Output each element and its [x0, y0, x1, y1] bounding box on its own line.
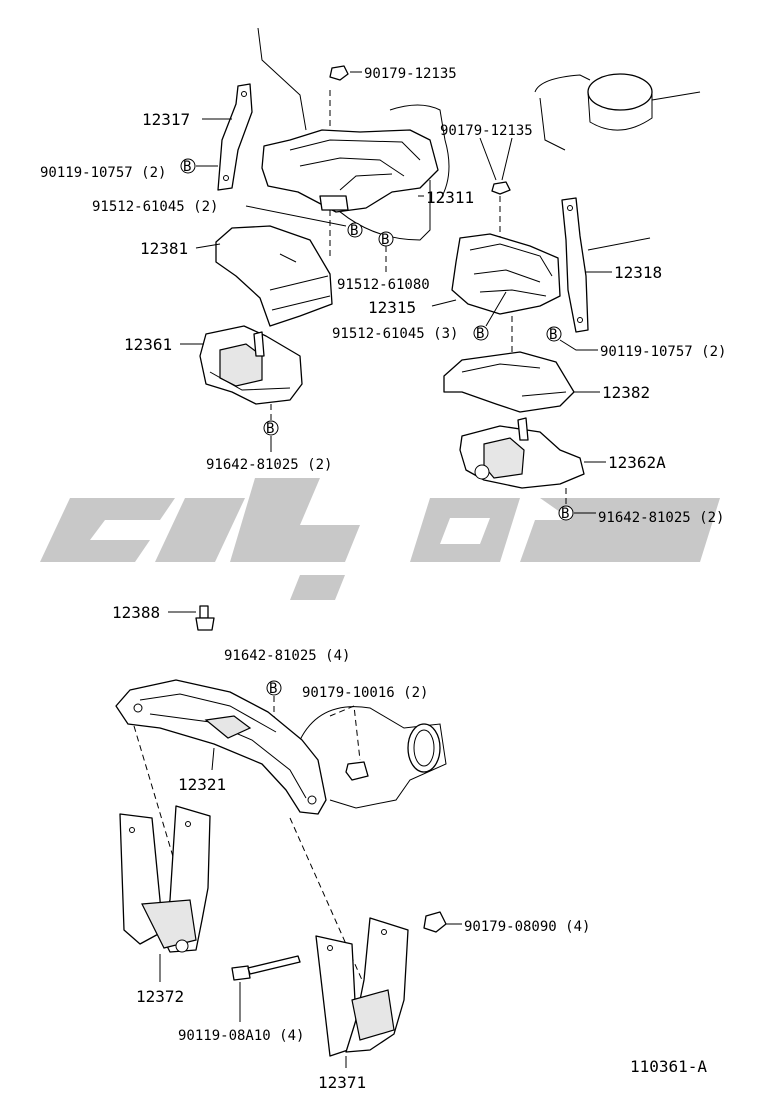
bolt-marker-91642-81025-right: B — [558, 488, 596, 522]
cover-12381 — [195, 225, 333, 327]
transmission-tail-outline — [299, 706, 447, 809]
bracket-12311 — [261, 129, 439, 213]
label-12361: 12361 — [124, 335, 172, 354]
cover-12382 — [443, 316, 600, 413]
label-12311: 12311 — [426, 188, 474, 207]
mount-12362A — [459, 417, 606, 489]
svg-text:B: B — [561, 506, 569, 522]
diagram-id: 110361-A — [630, 1057, 707, 1076]
bracket-12315 — [431, 233, 561, 315]
label-12388: 12388 — [112, 603, 160, 622]
svg-text:B: B — [381, 232, 389, 248]
label-90179-12135-right: 90179-12135 — [440, 123, 533, 139]
svg-text:B: B — [350, 223, 358, 239]
nut-90179-08090 — [423, 911, 462, 933]
mount-12361 — [180, 325, 303, 405]
label-12372: 12372 — [136, 987, 184, 1006]
bracket-12372 — [119, 805, 211, 982]
label-91512-61080: 91512-61080 — [337, 277, 430, 293]
svg-text:B: B — [269, 681, 277, 697]
svg-text:B: B — [549, 327, 557, 343]
crossmember-12321 — [115, 679, 327, 815]
label-91642-81025-right: 91642-81025 (2) — [598, 510, 724, 526]
label-12382: 12382 — [602, 383, 650, 402]
transmission-housing-outline — [534, 73, 701, 151]
label-12317: 12317 — [142, 110, 190, 129]
bracket-12318 — [561, 197, 651, 333]
label-12362A: 12362A — [608, 453, 666, 472]
bolt-marker-91512-61045-b: B — [473, 291, 507, 342]
label-91512-61045-a: 91512-61045 (2) — [92, 199, 218, 215]
label-12318: 12318 — [614, 263, 662, 282]
label-90179-10016: 90179-10016 (2) — [302, 685, 428, 701]
label-90119-10757-right: 90119-10757 (2) — [600, 344, 726, 360]
label-90179-12135-top: 90179-12135 — [364, 66, 457, 82]
bolt-marker-91642-81025-left: B — [263, 404, 279, 452]
bolt-marker-90119-10757-right: B — [546, 326, 598, 351]
label-12315: 12315 — [368, 298, 416, 317]
watermark-logo — [40, 478, 720, 600]
label-90119-10757-left: 90119-10757 (2) — [40, 165, 166, 181]
bolt-marker-91512-61080: B — [378, 231, 394, 272]
label-91642-81025-mid: 91642-81025 (4) — [224, 648, 350, 664]
bolt-marker-91642-81025-mid: B — [266, 680, 282, 730]
label-90179-08090: 90179-08090 (4) — [464, 919, 590, 935]
svg-text:B: B — [183, 159, 191, 175]
bracket-12317 — [202, 83, 253, 191]
svg-text:B: B — [476, 326, 484, 342]
nut-90179-10016 — [329, 705, 369, 781]
nut-90179-12135-right — [479, 137, 513, 240]
bolt-90119-08A10 — [231, 955, 301, 1022]
label-91642-81025-left: 91642-81025 (2) — [206, 457, 332, 473]
nut-90179-12135-top — [329, 65, 362, 81]
label-12321: 12321 — [178, 775, 226, 794]
bolt-12388 — [168, 605, 215, 631]
label-90119-08A10: 90119-08A10 (4) — [178, 1028, 304, 1044]
bolt-marker-91512-61045-a: B — [245, 205, 363, 239]
label-91512-61045-b: 91512-61045 (3) — [332, 326, 458, 342]
label-12381: 12381 — [140, 239, 188, 258]
bolt-marker-90119-10757-left: B — [180, 158, 218, 175]
bracket-12371 — [315, 917, 409, 1068]
label-12371: 12371 — [318, 1073, 366, 1092]
svg-text:B: B — [266, 421, 274, 437]
